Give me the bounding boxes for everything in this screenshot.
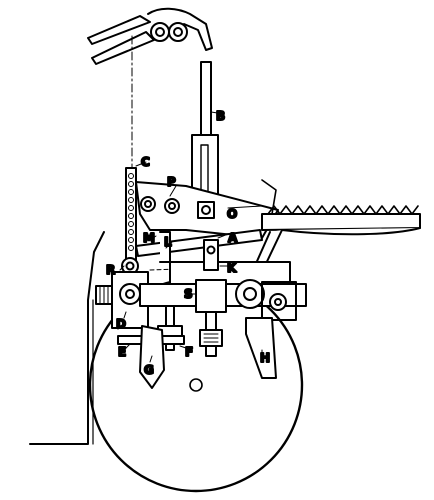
label-e: E: [118, 345, 126, 359]
label-b: B: [216, 109, 225, 123]
label-o: O: [227, 207, 237, 221]
label-r: R: [106, 263, 115, 277]
pawl: [261, 179, 277, 215]
k-bracket: [203, 239, 219, 271]
label-c: C: [141, 155, 150, 169]
label-h: H: [260, 351, 270, 365]
arm-h: [245, 317, 277, 379]
label-g: G: [144, 363, 154, 377]
label-d: D: [116, 317, 126, 331]
link-l: [159, 231, 171, 263]
label-p: P: [167, 175, 176, 189]
label-s: S: [184, 287, 193, 301]
right-wheel: [235, 279, 297, 321]
label-l: L: [164, 235, 172, 249]
base-frame: [29, 231, 105, 445]
shaft-block: [195, 279, 227, 313]
label-m: M: [143, 231, 155, 245]
plate-center-hole: [189, 378, 203, 392]
ratchet-rack: [261, 205, 421, 231]
label-k: K: [227, 261, 237, 275]
upper-bolts: [140, 196, 215, 219]
leader-lines: [119, 111, 263, 363]
top-handles: [87, 7, 213, 65]
k-pin: [206, 245, 216, 255]
label-f: F: [185, 345, 193, 359]
label-a: A: [228, 231, 238, 245]
chain: [125, 167, 137, 261]
